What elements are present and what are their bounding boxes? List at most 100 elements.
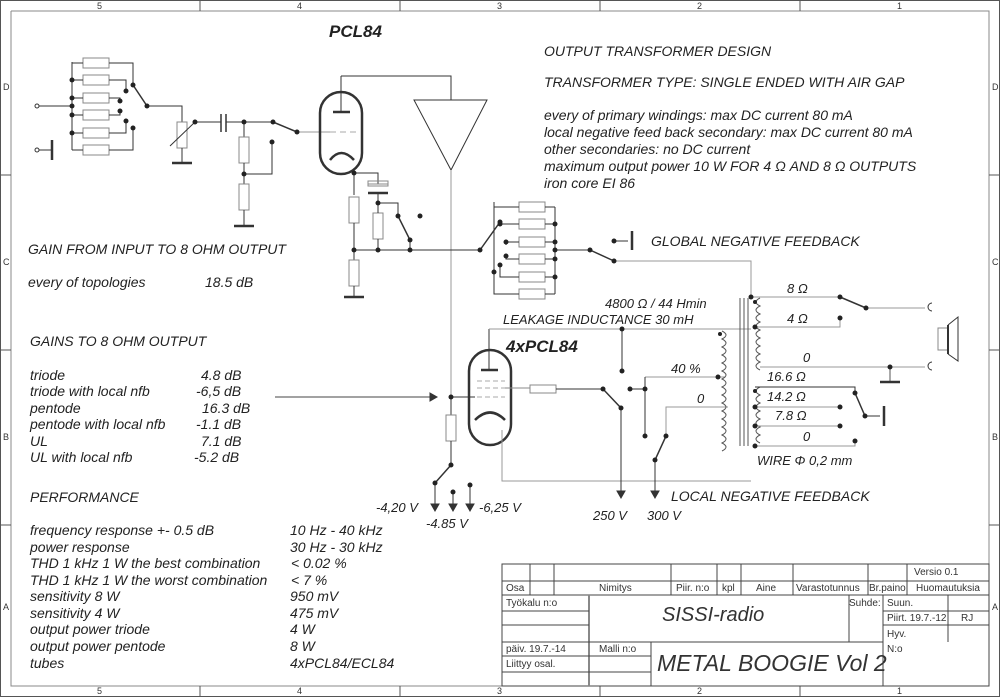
- supply-voltage-300: 300 V: [647, 508, 681, 523]
- zone-col-1-top: 1: [897, 1, 903, 11]
- transformer-note: local negative feed back secondary: max …: [544, 124, 913, 140]
- model-no-label: Malli n:o: [599, 644, 637, 655]
- feedback-network: [479, 201, 752, 300]
- gain-row-value: -5.2 dB: [194, 449, 240, 465]
- cathode-dots: [351, 170, 423, 253]
- gain-row-value: -6,5 dB: [196, 383, 242, 399]
- tap-40-label: 40 %: [671, 361, 701, 376]
- zone-col-4-bottom: 4: [297, 686, 303, 696]
- drawing-title: METAL BOOGIE Vol 2: [657, 650, 887, 676]
- transformer-note: iron core EI 86: [544, 175, 636, 191]
- performance-row-label: THD 1 kHz 1 W the best combination: [30, 555, 261, 571]
- gain-row-label: UL: [30, 433, 48, 449]
- gain-row-label: UL with local nfb: [30, 449, 133, 465]
- performance-row-value: 475 mV: [290, 605, 339, 621]
- zone-col-2-bottom: 2: [697, 686, 703, 696]
- performance-row-label: THD 1 kHz 1 W the worst combination: [30, 572, 268, 588]
- header-varastotunnus: Varastotunnus: [796, 583, 860, 594]
- header-nimitys: Nimitys: [599, 583, 632, 594]
- zone-row-c-right: C: [992, 257, 999, 267]
- tap-0-primary-label: 0: [697, 391, 705, 406]
- performance-row-label: output power pentode: [30, 638, 166, 654]
- scale-label: Suhde:: [849, 598, 881, 609]
- performance-row-value: 4xPCL84/ECL84: [290, 655, 395, 671]
- gain-row-value: 7.1 dB: [201, 433, 242, 449]
- zone-row-c-left: C: [3, 257, 10, 267]
- performance-row-label: output power triode: [30, 621, 150, 637]
- supply-voltage-250: 250 V: [593, 508, 627, 523]
- approved-label: Hyv.: [887, 629, 907, 640]
- gain-block-triangle: [413, 99, 488, 410]
- header-br-paino: Br.paino: [869, 583, 906, 594]
- zone-row-a-right: A: [992, 602, 999, 612]
- zone-row-d-left: D: [3, 82, 10, 92]
- performance-row-label: frequency response +- 0.5 dB: [30, 522, 215, 538]
- header-kpl: kpl: [722, 583, 735, 594]
- drawn-label: Piirt. 19.7.-12: [887, 613, 947, 624]
- preamp-tube-label: PCL84: [329, 22, 382, 41]
- zone-col-1-bottom: 1: [897, 686, 903, 696]
- bias-voltage-1: -4,20 V: [376, 500, 418, 515]
- fb-14-2-label: 14.2 Ω: [767, 389, 806, 404]
- speaker-icon: [927, 302, 959, 371]
- gain-row-value: 16.3 dB: [202, 400, 251, 416]
- performance-row-label: tubes: [30, 655, 65, 671]
- performance-row-label: sensitivity 8 W: [30, 588, 120, 604]
- transformer-title: OUTPUT TRANSFORMER DESIGN: [544, 43, 772, 59]
- output-tube: [275, 328, 751, 513]
- zone-row-d-right: D: [992, 82, 999, 92]
- topology-switch: [602, 329, 728, 500]
- gain-input-label: every of topologies: [28, 274, 146, 290]
- performance-row-value: 950 mV: [290, 588, 339, 604]
- primary-impedance-label: 4800 Ω / 44 Hmin: [605, 296, 707, 311]
- gain-row-value: -1.1 dB: [196, 416, 242, 432]
- transformer-type: TRANSFORMER TYPE: SINGLE ENDED WITH AIR …: [544, 74, 905, 90]
- performance-title: PERFORMANCE: [30, 489, 139, 505]
- gain-input-title: GAIN FROM INPUT TO 8 OHM OUTPUT: [28, 241, 286, 257]
- feedback-dots: [477, 219, 617, 280]
- zone-row-b-left: B: [3, 432, 10, 442]
- performance-row-value: 4 W: [290, 621, 315, 637]
- gain-row-label: triode with local nfb: [30, 383, 150, 399]
- zone-col-2-top: 2: [697, 1, 703, 11]
- global-feedback-label: GLOBAL NEGATIVE FEEDBACK: [651, 233, 860, 249]
- transformer-dots: [715, 294, 893, 449]
- fb-0-label: 0: [803, 429, 811, 444]
- output-transformer: [720, 296, 925, 452]
- sec-4ohm-label: 4 Ω: [787, 311, 808, 326]
- zone-col-3-bottom: 3: [497, 686, 503, 696]
- tool-no-label: Työkalu n:o: [506, 598, 558, 609]
- zone-col-5-top: 5: [97, 1, 103, 11]
- fb-7-8-label: 7.8 Ω: [775, 408, 807, 423]
- output-dots: [432, 326, 669, 495]
- preamp-tube: [318, 75, 452, 195]
- bias-voltage-2: -4.85 V: [426, 516, 468, 531]
- gain-row-label: triode: [30, 367, 66, 383]
- junction-dots: [69, 77, 300, 177]
- transformer-note: maximum output power 10 W FOR 4 Ω AND 8 …: [544, 158, 917, 174]
- header-aine: Aine: [756, 583, 777, 594]
- transformer-note: other secondaries: no DC current: [544, 141, 751, 157]
- performance-row-label: sensitivity 4 W: [30, 605, 120, 621]
- gain-row-label: pentode with local nfb: [30, 416, 166, 432]
- header-huomautuksia: Huomautuksia: [916, 583, 980, 594]
- transformer-note: every of primary windings: max DC curren…: [544, 107, 853, 123]
- leakage-inductance-label: LEAKAGE INDUCTANCE 30 mH: [503, 312, 694, 327]
- zone-col-5-bottom: 5: [97, 686, 103, 696]
- gain-row-label: pentode: [30, 400, 81, 416]
- header-osa: Osa: [506, 583, 525, 594]
- performance-row-value: < 0.02 %: [291, 555, 347, 571]
- performance-row-value: 8 W: [290, 638, 315, 654]
- bias-voltage-3: -6,25 V: [479, 500, 521, 515]
- zone-row-a-left: A: [3, 602, 10, 612]
- gains-title: GAINS TO 8 OHM OUTPUT: [30, 333, 207, 349]
- local-feedback-label: LOCAL NEGATIVE FEEDBACK: [671, 488, 870, 504]
- zone-col-3-top: 3: [497, 1, 503, 11]
- related-parts-label: Liittyy osal.: [506, 659, 556, 670]
- number-label: N:o: [887, 644, 903, 655]
- sec-8ohm-label: 8 Ω: [787, 281, 808, 296]
- sec-0-label: 0: [803, 350, 811, 365]
- fb-16-6-label: 16.6 Ω: [767, 369, 806, 384]
- output-tube-label: 4xPCL84: [506, 337, 578, 356]
